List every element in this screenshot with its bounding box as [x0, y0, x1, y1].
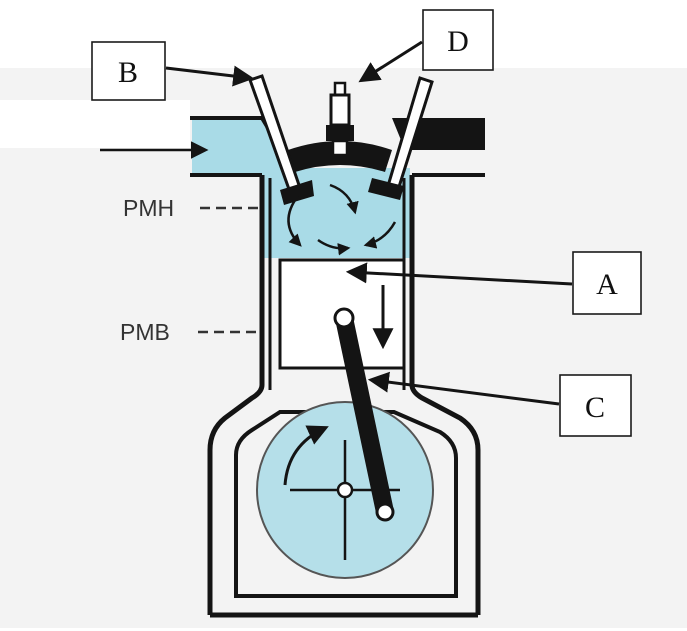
crank-pin: [375, 502, 395, 522]
callout-a-pointer: [345, 262, 573, 286]
level-labels: PMH PMB: [120, 195, 258, 345]
intake-valve-head: [280, 180, 314, 205]
callout-b-pointer: [165, 65, 255, 87]
exhaust-valve-head: [368, 178, 404, 200]
swirl-arrow-left: [287, 195, 302, 247]
swirl-arrow-center: [329, 183, 359, 215]
cylinder-head-dome: [288, 141, 392, 172]
callout-c-pointer: [367, 371, 560, 406]
callout-c: C: [367, 371, 632, 437]
background-white-notch: [0, 100, 190, 148]
spark-plug: [326, 81, 354, 157]
callout-b-box: [91, 41, 166, 101]
flow-arrows: [100, 141, 397, 256]
crankshaft: [256, 401, 434, 579]
top-dead-center-label: PMH: [123, 195, 174, 221]
callout-d-label: D: [447, 25, 469, 58]
connecting-rod: [333, 307, 395, 522]
cylinder-right-wall: [409, 175, 481, 615]
crankcase-inner: [234, 410, 458, 598]
callout-d-box: [422, 9, 494, 71]
callout-c-label: C: [585, 391, 605, 424]
callout-d-pointer: [358, 40, 423, 83]
wrist-pin: [333, 307, 355, 329]
callout-b-label: B: [118, 56, 138, 89]
exhaust-valve: [368, 76, 434, 200]
intake-port-fluid: [192, 120, 282, 175]
connecting-rod-shaft: [335, 309, 394, 521]
spark-plug-insulator: [329, 93, 351, 127]
spark-plug-tip: [333, 81, 347, 97]
callout-a-box: [572, 251, 642, 315]
callout-a: A: [345, 251, 642, 315]
intake-valve: [248, 74, 314, 205]
spark-plug-nut: [326, 125, 354, 141]
bottom-dead-center-label: PMB: [120, 319, 170, 345]
callout-a-label: A: [596, 268, 618, 301]
swirl-arrow-bottom: [317, 238, 351, 256]
callout-c-box: [559, 374, 632, 437]
callout-b: B: [91, 41, 255, 101]
callout-d: D: [358, 9, 494, 83]
cylinder-left-wall: [207, 175, 265, 615]
spark-plug-thread: [331, 139, 349, 157]
swirl-arrow-right: [363, 221, 397, 249]
crank-center-hub: [336, 481, 354, 499]
crank-rotation-arrow-icon: [283, 425, 329, 486]
